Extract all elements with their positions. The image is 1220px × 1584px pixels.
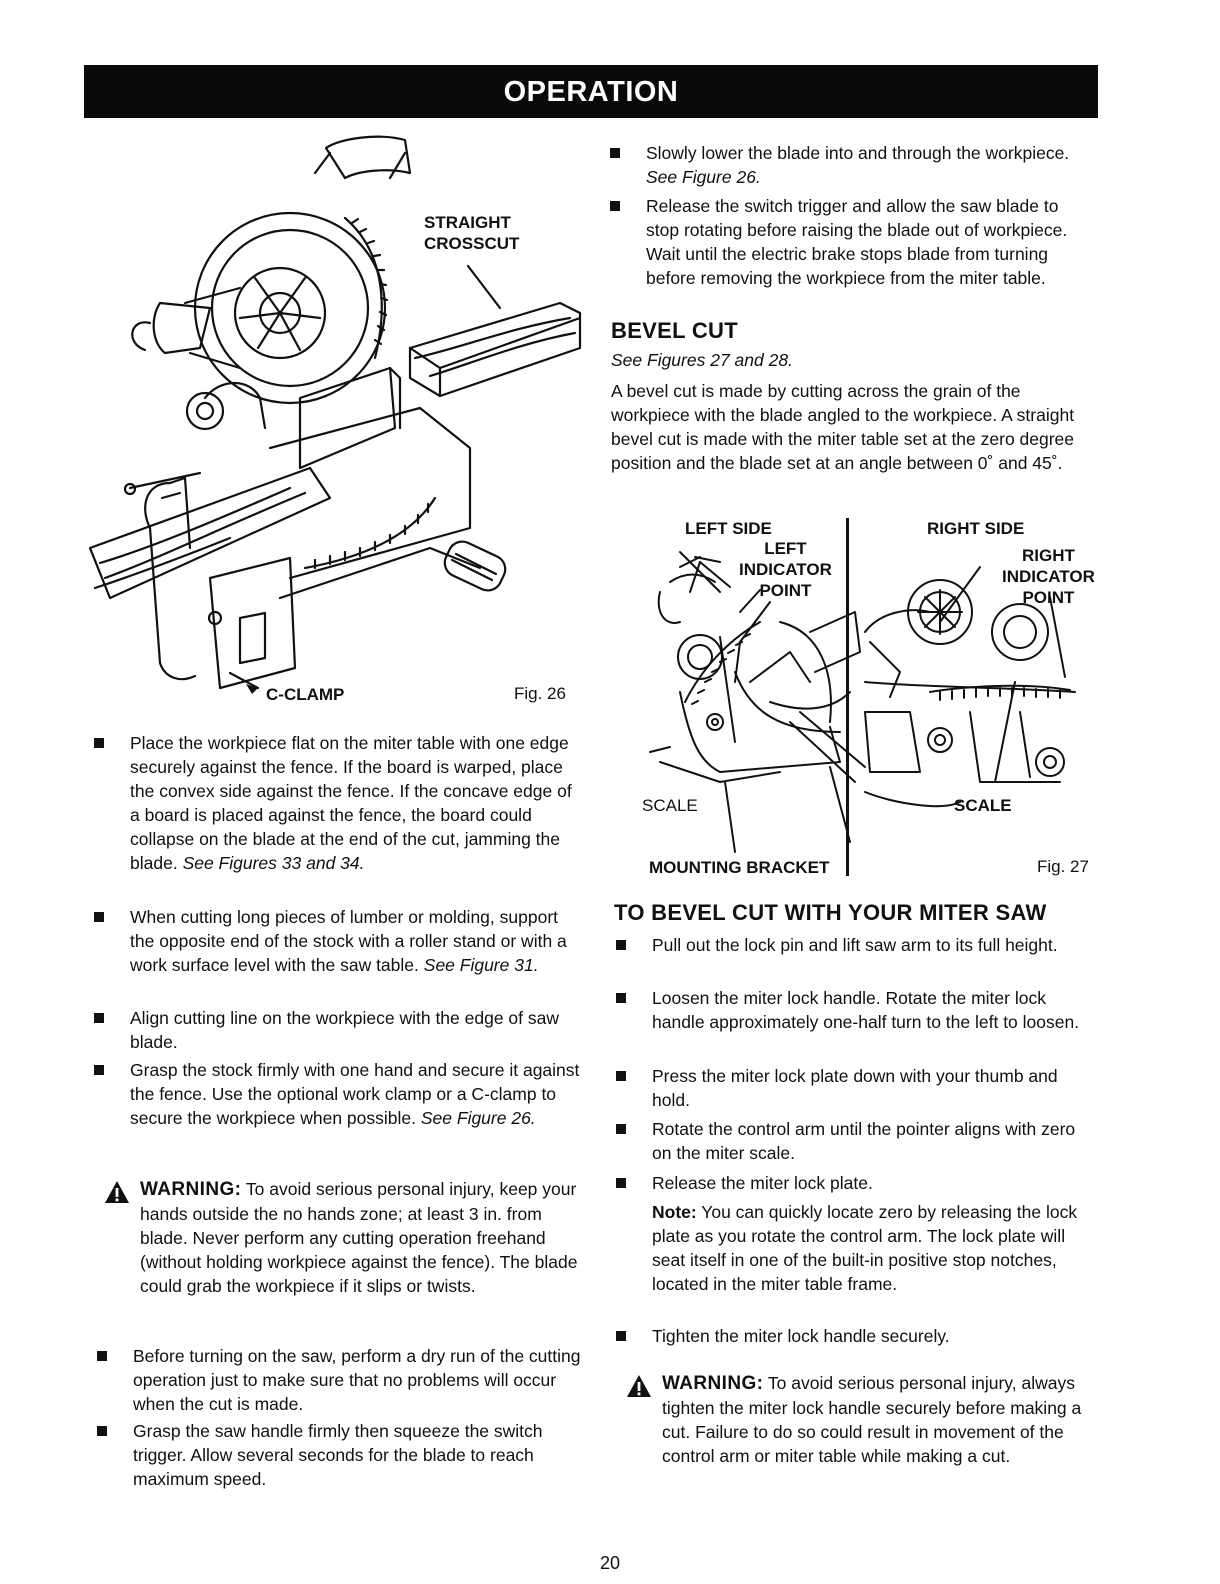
step-item: Rotate the control arm until the pointer… — [616, 1117, 1092, 1165]
figure-27-caption: Fig. 27 — [1037, 857, 1089, 876]
bevel-cut-figure-reference: See Figures 27 and 28. — [611, 350, 793, 370]
step-item: Release the miter lock plate. — [616, 1171, 1092, 1195]
bullet-square-icon — [610, 201, 620, 211]
list-item: Release the switch trigger and allow the… — [610, 194, 1086, 290]
list-item-text: Grasp the saw handle firmly then squeeze… — [133, 1421, 543, 1489]
note-text: You can quickly locate zero by releasing… — [652, 1202, 1078, 1294]
step-text: Pull out the lock pin and lift saw arm t… — [652, 935, 1058, 955]
bullet-square-icon — [610, 148, 620, 158]
figure-reference: See Figure 26. — [420, 1108, 536, 1128]
list-item: Grasp the saw handle firmly then squeeze… — [97, 1419, 583, 1491]
list-item: Place the workpiece flat on the miter ta… — [94, 731, 580, 875]
page-number: 20 — [599, 1553, 621, 1573]
label-straight-crosscut: STRAIGHT CROSSCUT — [424, 213, 520, 253]
step-item: Loosen the miter lock handle. Rotate the… — [616, 986, 1092, 1034]
note-block: Note: You can quickly locate zero by rel… — [652, 1200, 1092, 1296]
bullet-square-icon — [94, 1013, 104, 1023]
list-item-text: Grasp the stock firmly with one hand and… — [130, 1060, 580, 1128]
step-item: Tighten the miter lock handle securely. — [616, 1324, 1092, 1348]
label-left-side: LEFT SIDE — [685, 519, 772, 538]
step-text: Press the miter lock plate down with you… — [652, 1066, 1058, 1110]
list-item-text: When cutting long pieces of lumber or mo… — [130, 907, 567, 975]
figure-26-miter-saw-illustration — [88, 135, 582, 694]
figure-26-caption: Fig. 26 — [514, 684, 566, 703]
label-right-side: RIGHT SIDE — [927, 519, 1025, 538]
list-item-text: Slowly lower the blade into and through … — [646, 143, 1070, 163]
to-bevel-cut-heading: TO BEVEL CUT WITH YOUR MITER SAW — [614, 900, 1047, 925]
warning-label: WARNING: — [140, 1179, 242, 1200]
section-header: OPERATION — [84, 65, 1098, 118]
warning-triangle-icon — [105, 1181, 129, 1203]
step-item: Pull out the lock pin and lift saw arm t… — [616, 933, 1092, 957]
bullet-square-icon — [616, 940, 626, 950]
step-text: Release the miter lock plate. — [652, 1173, 873, 1193]
bullet-square-icon — [616, 1124, 626, 1134]
warning-triangle-icon — [627, 1375, 651, 1397]
bullet-square-icon — [94, 912, 104, 922]
figure-27-divider — [846, 518, 849, 876]
warning-text: To avoid serious personal injury, keep y… — [140, 1179, 578, 1296]
bullet-square-icon — [94, 738, 104, 748]
note-label: Note: — [652, 1202, 697, 1222]
bullet-square-icon — [616, 1331, 626, 1341]
step-text: Tighten the miter lock handle securely. — [652, 1326, 950, 1346]
label-left-indicator-point: LEFT INDICATOR POINT — [739, 539, 832, 600]
list-item: Before turning on the saw, perform a dry… — [97, 1344, 583, 1416]
warning-block-right: WARNING: To avoid serious personal injur… — [627, 1371, 1102, 1468]
list-item-text: Release the switch trigger and allow the… — [646, 196, 1068, 288]
figure-reference: See Figure 26. — [646, 167, 761, 187]
figure-reference: See Figure 31. — [423, 955, 539, 975]
list-item: Grasp the stock firmly with one hand and… — [94, 1058, 580, 1130]
warning-block-left: WARNING: To avoid serious personal injur… — [105, 1177, 580, 1298]
warning-text: To avoid serious personal injury, always… — [662, 1373, 1082, 1466]
bullet-square-icon — [616, 1178, 626, 1188]
bullet-square-icon — [616, 993, 626, 1003]
label-scale-left: SCALE — [642, 796, 698, 815]
bullet-square-icon — [97, 1426, 107, 1436]
list-item-text: Align cutting line on the workpiece with… — [130, 1008, 560, 1052]
step-text: Rotate the control arm until the pointer… — [652, 1119, 1076, 1163]
label-mounting-bracket: MOUNTING BRACKET — [649, 858, 830, 877]
bullet-square-icon — [97, 1351, 107, 1361]
bevel-cut-description: A bevel cut is made by cutting across th… — [611, 381, 1075, 473]
step-text: Loosen the miter lock handle. Rotate the… — [652, 988, 1080, 1032]
warning-label: WARNING: — [662, 1373, 764, 1394]
figure-27-bevel-scale-illustration — [649, 551, 1076, 853]
list-item-text: Place the workpiece flat on the miter ta… — [130, 733, 572, 873]
figure-reference: See Figures 33 and 34. — [182, 853, 365, 873]
list-item: When cutting long pieces of lumber or mo… — [94, 905, 580, 977]
label-scale-right: SCALE — [954, 796, 1012, 815]
label-right-indicator-point: RIGHT INDICATOR POINT — [1002, 546, 1095, 607]
bullet-square-icon — [94, 1065, 104, 1075]
list-item: Slowly lower the blade into and through … — [610, 141, 1086, 189]
bevel-cut-heading: BEVEL CUT — [611, 318, 738, 343]
list-item: Align cutting line on the workpiece with… — [94, 1006, 580, 1054]
bullet-square-icon — [616, 1071, 626, 1081]
label-c-clamp: C-CLAMP — [266, 685, 345, 704]
list-item-text: Before turning on the saw, perform a dry… — [133, 1346, 581, 1414]
step-item: Press the miter lock plate down with you… — [616, 1064, 1092, 1112]
